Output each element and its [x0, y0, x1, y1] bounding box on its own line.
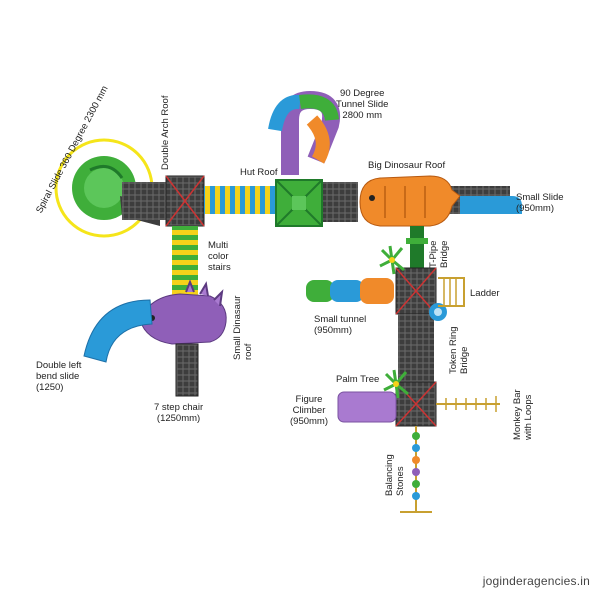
label-tunnel-slide-90: 90 Degree Tunnel Slide 2800 mm — [336, 88, 389, 121]
seven-step-chair — [175, 343, 199, 397]
label-seven-step-chair: 7 step chair (1250mm) — [154, 402, 204, 424]
big-dinosaur-roof — [359, 175, 461, 227]
hut-roof — [275, 179, 323, 227]
small-slide — [460, 196, 522, 214]
label-double-arch-roof: Double Arch Roof — [160, 95, 171, 170]
label-multi-color-stairs: Multi color stairs — [208, 240, 231, 273]
label-small-slide: Small Slide (950mm) — [516, 192, 564, 214]
double-left-bend-slide — [83, 299, 153, 363]
monkey-bar — [436, 396, 500, 412]
balancing-stones — [400, 426, 432, 513]
token-ring — [429, 303, 447, 321]
label-ladder: Ladder — [470, 288, 500, 299]
label-token-ring-bridge: Token Ring Bridge — [448, 326, 470, 374]
label-hut-roof: Hut Roof — [240, 167, 278, 178]
small-tunnel — [306, 278, 394, 304]
label-t-pipe-bridge: T-Pipe Bridge — [428, 240, 450, 268]
vertical-deck — [395, 267, 437, 427]
label-small-dinosaur-roof: Small Dinasaur roof — [232, 295, 254, 360]
label-palm-tree: Palm Tree — [336, 374, 380, 385]
watermark: joginderagencies.in — [482, 574, 590, 588]
label-big-dinosaur-roof: Big Dinosaur Roof — [368, 160, 446, 171]
multi-color-stairs — [172, 226, 198, 296]
label-small-tunnel: Small tunnel (950mm) — [314, 314, 367, 336]
ladder — [438, 277, 465, 307]
tunnel-slide-90 — [268, 90, 340, 175]
label-double-left-bend-slide: Double left bend slide (1250) — [36, 360, 82, 393]
palm-tree-bottom — [383, 369, 409, 399]
label-balancing-stones: Balancing Stones — [384, 454, 406, 496]
t-pipe-bridge — [406, 226, 428, 270]
figure-climber — [337, 391, 397, 423]
label-figure-climber: Figure Climber (950mm) — [290, 394, 329, 427]
label-monkey-bar: Monkey Bar with Loops — [512, 389, 534, 440]
palm-tree-top — [379, 245, 405, 275]
